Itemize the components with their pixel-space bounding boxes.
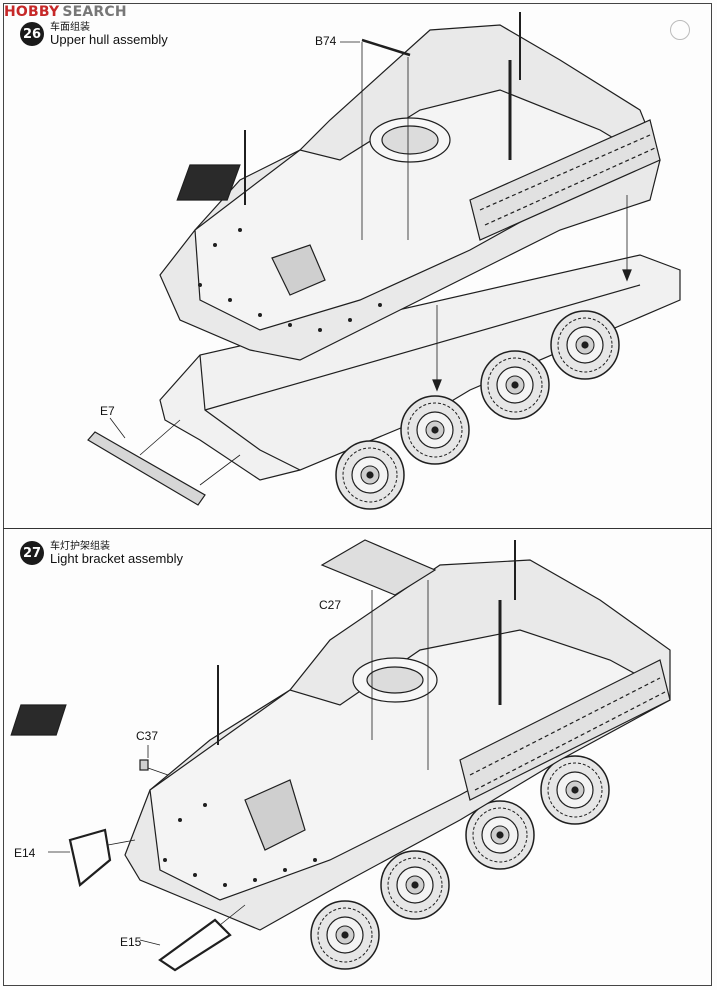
part-e15 (158, 918, 232, 972)
wheel-4 (550, 310, 620, 380)
part-label-b74: B74 (315, 34, 337, 48)
step-27-number: 27 (20, 541, 44, 565)
wheel-8 (540, 755, 610, 825)
part-label-c27: C27 (319, 598, 342, 612)
step-26-header: 26 车面组装 Upper hull assembly (20, 22, 168, 47)
part-c27 (320, 539, 437, 596)
wheel-6 (380, 850, 450, 920)
wheel-2 (400, 395, 470, 465)
part-label-c37: C37 (136, 729, 159, 743)
watermark-text: SEARCH (62, 4, 127, 20)
part-b74 (361, 38, 411, 57)
step-27-header: 27 车灯护架组装 Light bracket assembly (20, 541, 183, 566)
step-26-title-cn: 车面组装 (50, 22, 90, 33)
watermark-logo: HOBBY (4, 4, 60, 20)
step-divider (3, 528, 712, 529)
step-27-title-en: Light bracket assembly (50, 551, 183, 566)
part-label-e15: E15 (120, 935, 142, 949)
step-27-drawing (10, 539, 671, 972)
step-26-title-en: Upper hull assembly (50, 32, 168, 47)
part-label-e14: E14 (14, 846, 36, 860)
page-frame (3, 3, 712, 986)
part-e7 (87, 431, 206, 506)
part-c37 (139, 759, 149, 771)
wheel-1 (335, 440, 405, 510)
step-26-number: 26 (20, 22, 44, 46)
part-label-e7: E7 (100, 404, 115, 418)
wheel-3 (480, 350, 550, 420)
watermark: HOBBY SEARCH (4, 3, 127, 21)
part-e14 (68, 828, 112, 888)
step-27-title-cn: 车灯护架组装 (50, 541, 110, 552)
wheel-7 (465, 800, 535, 870)
corner-logo-mark (670, 20, 690, 40)
wheel-5 (310, 900, 380, 970)
step-26-drawing (87, 12, 681, 510)
